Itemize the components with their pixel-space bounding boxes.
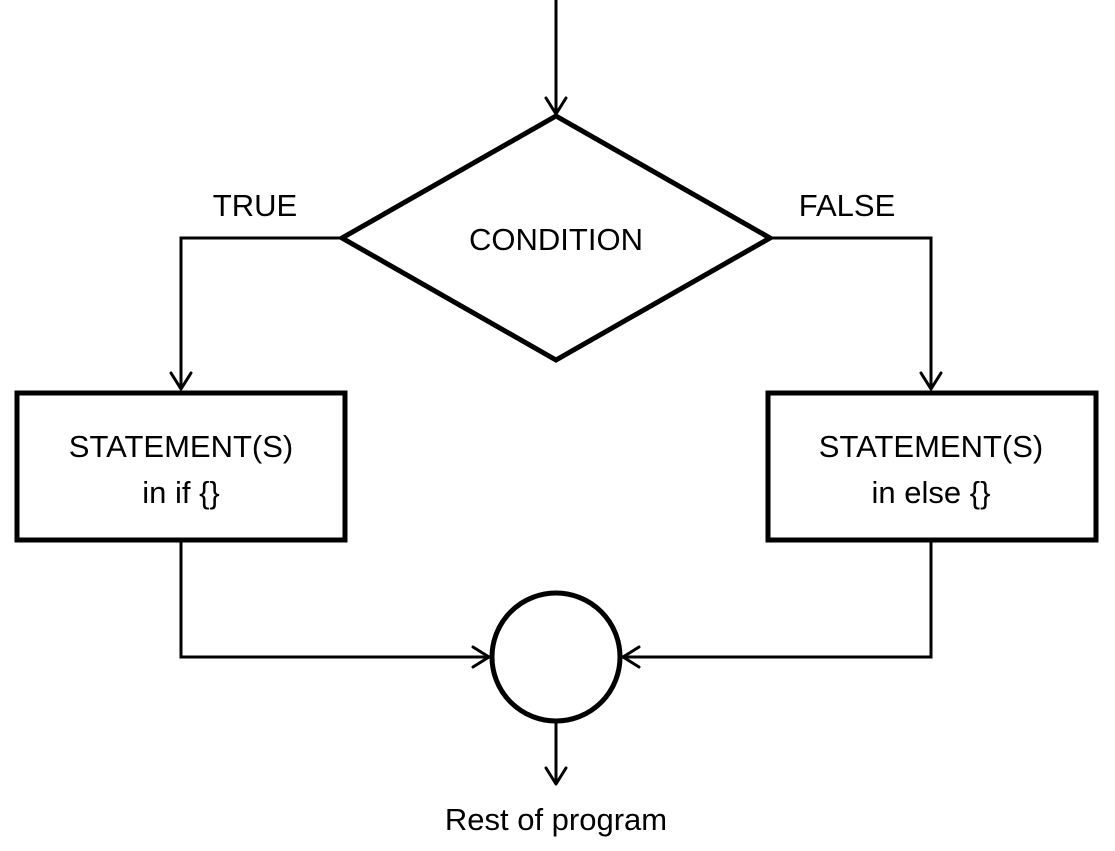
merge-connector-circle (489, 590, 623, 724)
true-branch-label: TRUE (213, 188, 297, 223)
if-merge-edge (179, 540, 491, 669)
condition-label: CONDITION (469, 222, 643, 257)
entry-edge (544, 0, 568, 116)
if-statements-line1: STATEMENT(S) (69, 429, 293, 464)
true-branch-edge (169, 236, 342, 391)
if-statements-line2: in if {} (142, 475, 220, 510)
if-statements-box (14, 390, 348, 543)
else-statements-box (765, 390, 1099, 543)
else-statements-line1: STATEMENT(S) (819, 429, 1043, 464)
exit-edge (544, 721, 568, 786)
false-branch-edge (770, 236, 943, 391)
else-statements-line2: in else {} (872, 475, 991, 510)
false-branch-label: FALSE (799, 188, 896, 223)
condition-diamond (336, 113, 776, 363)
exit-label: Rest of program (445, 802, 667, 837)
else-merge-edge (621, 540, 933, 669)
